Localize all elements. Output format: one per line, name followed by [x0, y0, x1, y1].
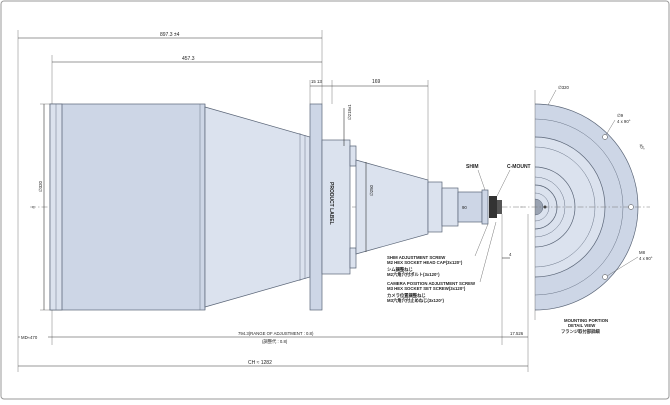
c-mount-label: C-MOUNT — [507, 164, 531, 170]
mounting-detail-view — [520, 90, 650, 320]
dim-flange-back: 17.526 — [510, 331, 524, 336]
dim-4: 4 — [509, 252, 512, 257]
shim — [481, 189, 489, 225]
mount-tap-count: 4 x 90° — [639, 256, 653, 261]
mount-hole — [602, 134, 608, 140]
rear-cone — [355, 159, 429, 255]
shim-note: SHIM ADJUSTMENT SCREW M2 HEX SOCKET HEAD… — [387, 255, 463, 278]
svg-text:M2 HEX SOCKET HEAD CAP(3x120°): M2 HEX SOCKET HEAD CAP(3x120°) — [387, 260, 463, 265]
dim-overall-top: 897.3 ±4 — [160, 32, 180, 38]
dim-adjust-jp: (調整代 : 0.8) — [262, 338, 288, 345]
mount-hole — [628, 204, 634, 210]
mount-hole-dia: ∅9 — [617, 113, 624, 118]
dim-320-left: ∅320 — [38, 180, 43, 192]
mount-hole — [602, 274, 608, 280]
lens-taper-cone — [204, 106, 311, 308]
mount-title-jp: フランジ取付部詳細 — [561, 328, 600, 335]
lens-barrel-body — [49, 103, 206, 311]
product-label: PRODUCT LABEL — [328, 182, 334, 225]
shim-label: SHIM — [466, 164, 479, 170]
svg-text:カメラ位置調整ねじ: カメラ位置調整ねじ — [387, 292, 426, 299]
svg-text:CAMERA POSITION ADJUSTMENT SCR: CAMERA POSITION ADJUSTMENT SCREW — [387, 281, 476, 286]
dim-15-13: 15 13 — [311, 79, 322, 84]
dim-169: 169 — [372, 79, 381, 85]
mount-title-1: MOUNTING PORTION — [564, 318, 608, 323]
rear-tube-2 — [441, 187, 459, 227]
svg-text:SHIM ADJUSTMENT SCREW: SHIM ADJUSTMENT SCREW — [387, 255, 446, 260]
svg-text:M3六角穴付止めねじ(3x120°): M3六角穴付止めねじ(3x120°) — [387, 297, 444, 304]
dim-218: ∅218±1 — [347, 104, 352, 120]
dim-457: 457.3 — [182, 56, 195, 62]
svg-text:シム調整ねじ: シム調整ねじ — [387, 266, 413, 273]
dim-md: MD≈470 — [21, 335, 38, 340]
break-mark: ≈ — [32, 205, 35, 211]
mount-hole-count: 4 x 90° — [617, 119, 631, 124]
camera-note: CAMERA POSITION ADJUSTMENT SCREW M3 HEX … — [387, 281, 476, 304]
mount-flange — [309, 103, 323, 311]
svg-text:M2六角穴付ボルト(3x120°): M2六角穴付ボルト(3x120°) — [387, 271, 440, 278]
mount-tap: M8 — [639, 250, 646, 255]
rear-tube — [427, 181, 443, 233]
svg-text:M3 HEX SOCKET SET SCREW(3x120°: M3 HEX SOCKET SET SCREW(3x120°) — [387, 286, 466, 291]
c-mount-ring — [489, 196, 497, 218]
dim-overall-bottom: CH ≈ 1282 — [248, 360, 272, 366]
mount-dia: ∅320 — [558, 85, 570, 90]
dim-adjust-range: 794.3(RANGE OF ADJUSTMENT : 0.8) — [238, 331, 314, 336]
dim-250: ∅250 — [369, 184, 374, 196]
camera-adapter — [457, 191, 483, 223]
mount-angle: 45° — [638, 143, 646, 151]
mount-title-2: DETAIL VIEW — [568, 323, 596, 328]
dim-90: 90 — [462, 205, 467, 210]
product-label-plate — [321, 139, 351, 275]
